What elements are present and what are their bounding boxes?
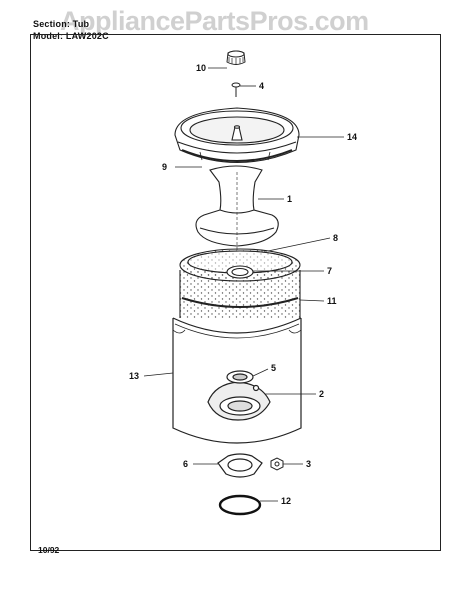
part-o-ring bbox=[218, 494, 262, 516]
part-nut bbox=[270, 457, 284, 471]
part-tub-ring bbox=[174, 107, 300, 164]
callout-11: 11 bbox=[327, 296, 337, 306]
part-agitator-cap bbox=[226, 50, 246, 65]
part-screw bbox=[231, 82, 241, 97]
callout-12: 12 bbox=[281, 496, 291, 506]
part-gasket bbox=[217, 453, 263, 478]
diagram-frame bbox=[30, 34, 441, 551]
leader-lines bbox=[143, 67, 344, 502]
callout-1: 1 bbox=[287, 194, 292, 204]
callout-9: 9 bbox=[162, 162, 167, 172]
callout-4: 4 bbox=[259, 81, 264, 91]
callout-6: 6 bbox=[183, 459, 188, 469]
part-agitator bbox=[195, 165, 279, 262]
callout-2: 2 bbox=[319, 389, 324, 399]
callout-3: 3 bbox=[306, 459, 311, 469]
revision-date: 10/92 bbox=[38, 545, 60, 555]
callout-8: 8 bbox=[333, 233, 338, 243]
callout-10: 10 bbox=[196, 63, 206, 73]
watermark: AppliancePartsPros.com bbox=[60, 6, 369, 36]
callouts: 10 4 14 9 1 8 7 11 13 5 2 6 3 12 bbox=[129, 63, 357, 506]
model-label: Model: LAW202C bbox=[33, 31, 109, 41]
callout-5: 5 bbox=[271, 363, 276, 373]
callout-13: 13 bbox=[129, 371, 139, 381]
part-outer-tub bbox=[172, 317, 302, 444]
section-label: Section: Tub bbox=[33, 19, 90, 29]
callout-14: 14 bbox=[347, 132, 357, 142]
callout-7: 7 bbox=[327, 266, 332, 276]
